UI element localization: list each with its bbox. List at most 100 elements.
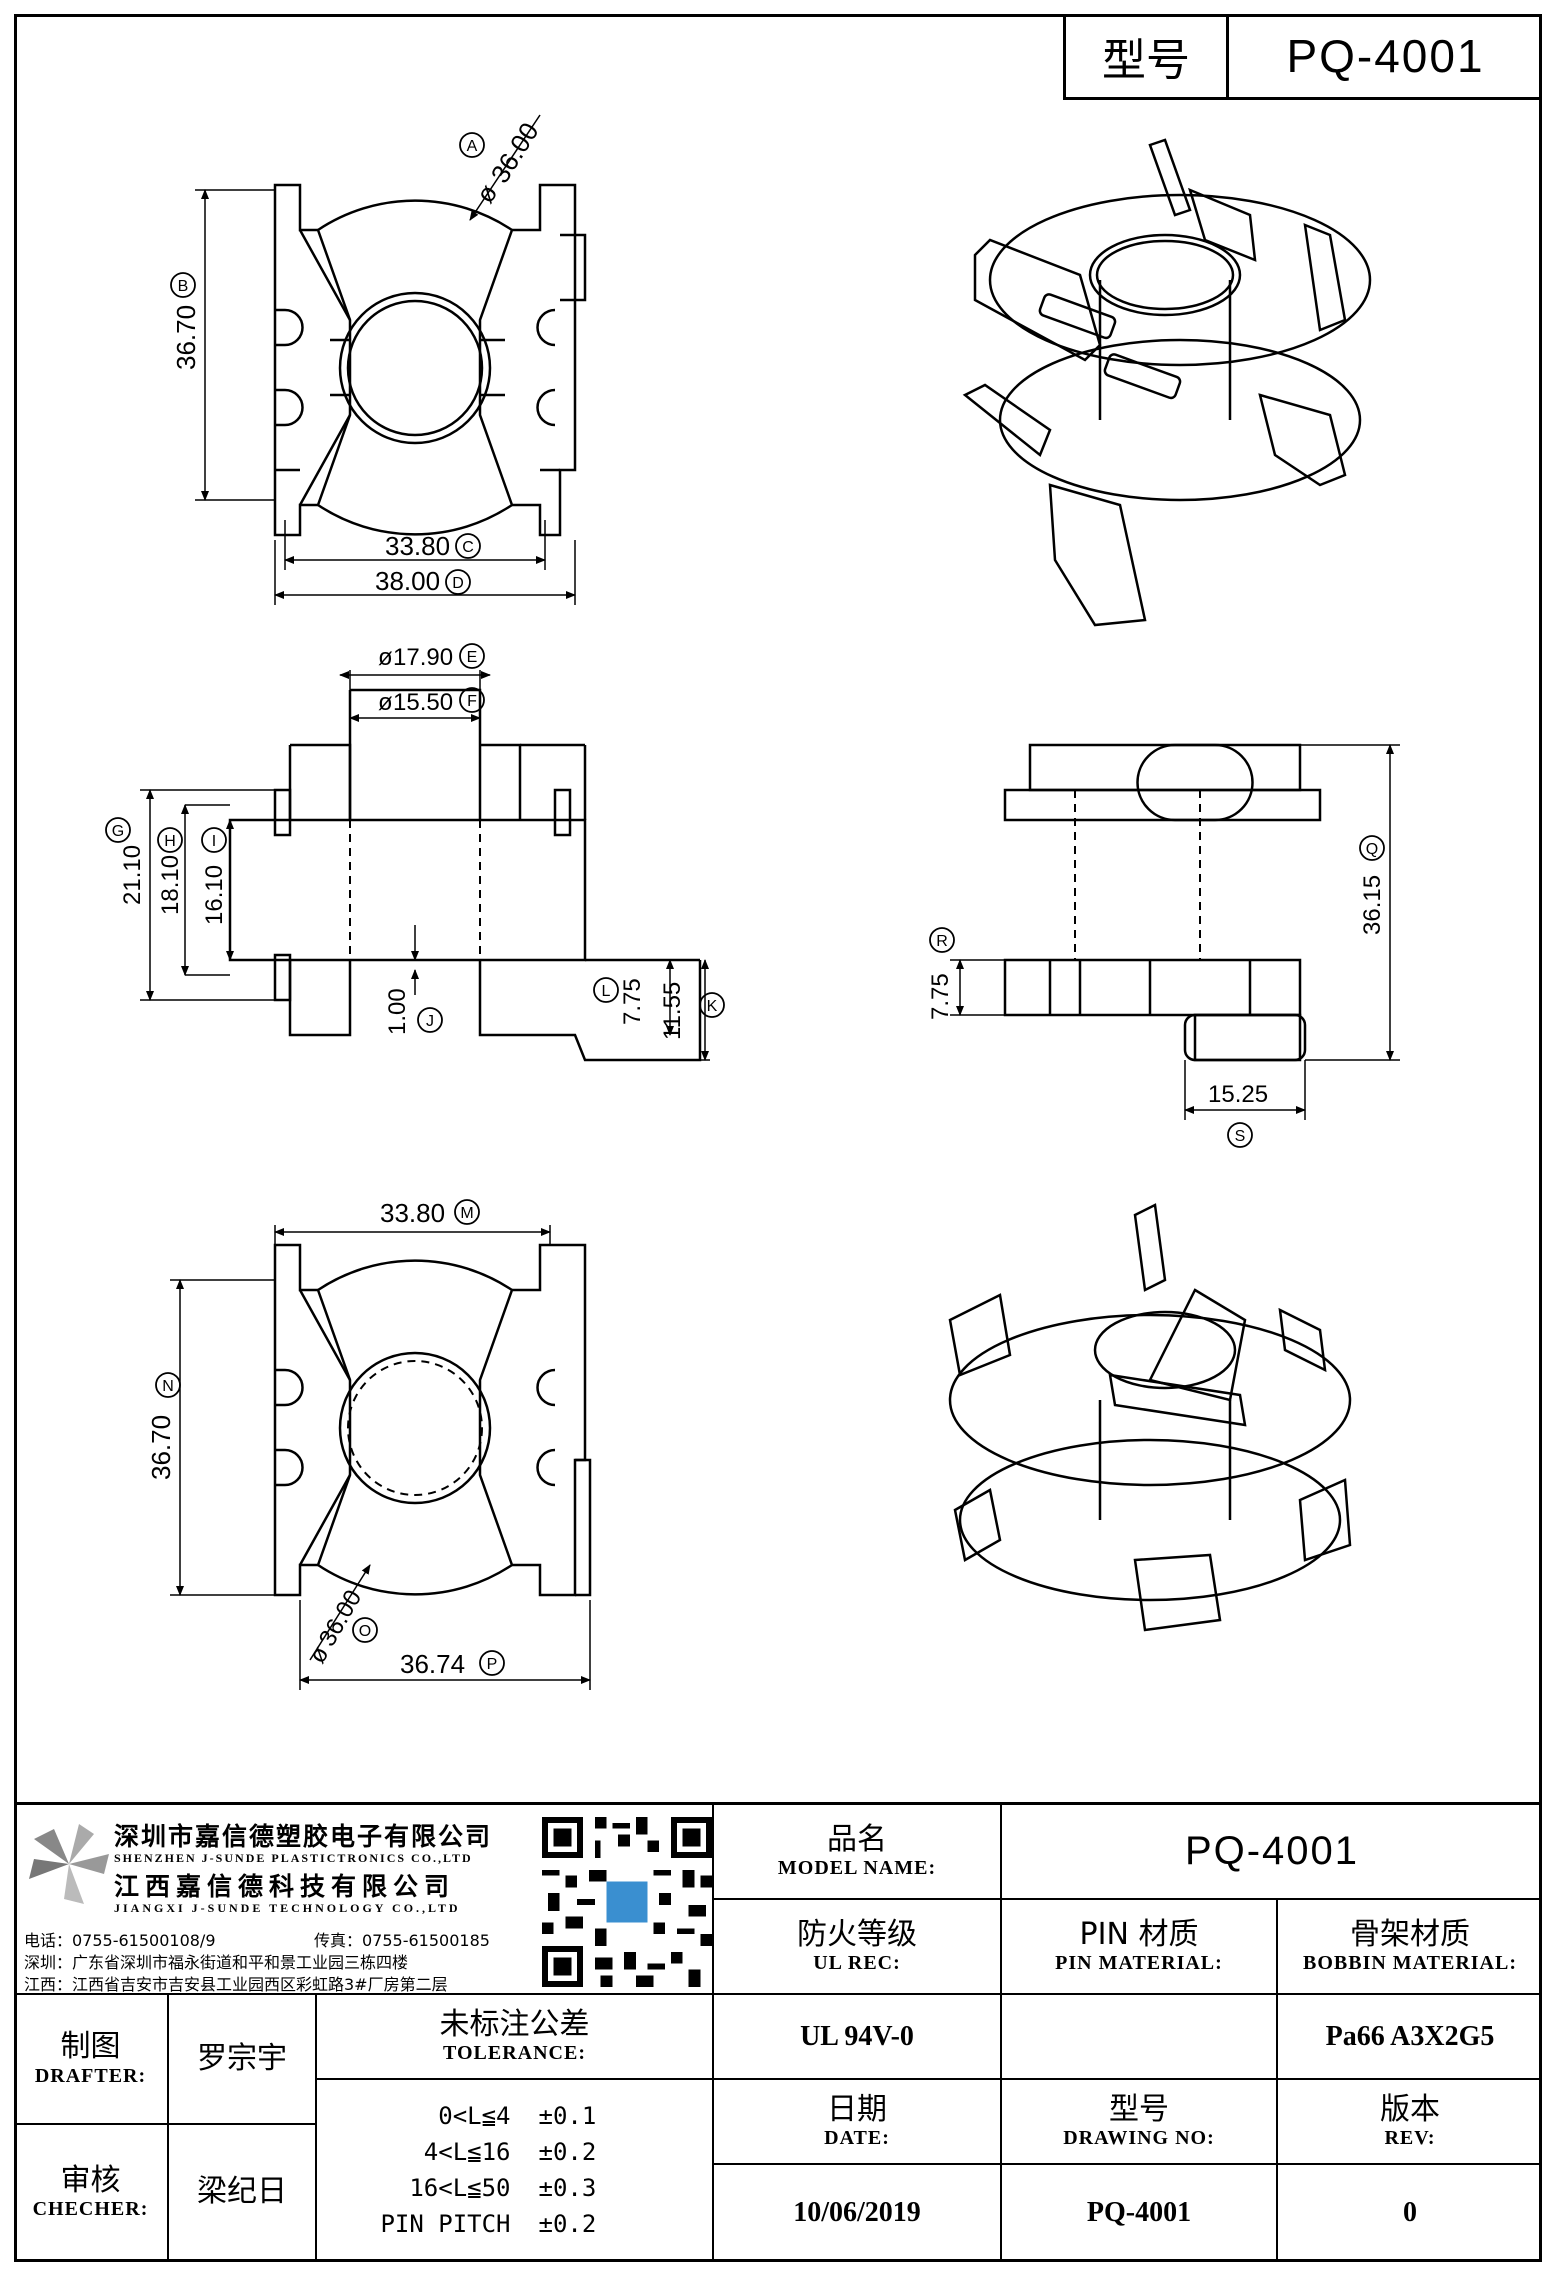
svg-text:G: G — [112, 823, 124, 840]
pin-label-cn: PIN 材质 — [1079, 1916, 1199, 1952]
date-label-cell: 日期 DATE: — [714, 2080, 1002, 2165]
company-name-en-1: SHENZHEN J-SUNDE PLASTICTRONICS CO.,LTD — [114, 1851, 473, 1865]
marker-N: N — [155, 1372, 181, 1398]
tolerance-row: PIN PITCH ±0.2 — [317, 2206, 712, 2242]
company-name-en-2: JIANGXI J-SUNDE TECHNOLOGY CO.,LTD — [114, 1901, 461, 1915]
svg-text:Q: Q — [1366, 841, 1378, 858]
side-view-hidden — [1060, 789, 1230, 960]
dim-K-value: 11.55 — [659, 982, 686, 1040]
tolerance-value: ±0.2 — [538, 2210, 597, 2238]
svg-text:O: O — [359, 1623, 371, 1640]
ul-value-cell: UL 94V-0 — [714, 1995, 1002, 2080]
svg-text:A: A — [467, 138, 478, 155]
marker-J: J — [417, 1007, 443, 1033]
checker-label-en: CHECHER: — [32, 2198, 149, 2221]
checker-label-cn: 审核 — [60, 2162, 121, 2198]
company-name-cn-2: 江西嘉信德科技有限公司 — [114, 1872, 456, 1901]
dim-R-value: 7.75 — [927, 973, 954, 1020]
marker-R: R — [929, 927, 955, 953]
dim-F-value: 15.50 — [393, 689, 453, 716]
model-name-value-cell: PQ-4001 — [1002, 1805, 1542, 1900]
dim-Q-value: 36.15 — [1359, 875, 1386, 935]
model-name-label-cn: 品名 — [827, 1821, 887, 1857]
svg-text:R: R — [936, 933, 948, 950]
tolerance-range: 16<L≦50 — [409, 2174, 511, 2202]
dimension-labels: 36.00 ø 36.70 33.80 38.00 ø 17.90 ø 15.5… — [119, 117, 1386, 1679]
model-name-label-cell: 品名 MODEL NAME: — [714, 1805, 1002, 1900]
bottom-view-hidden — [347, 1360, 483, 1496]
dimension-markers: A B C D E F G H I J L K Q R S M N O P — [105, 132, 1385, 1676]
drafter-value: 罗宗宇 — [197, 2040, 287, 2076]
company-fax: 传真：0755-61500185 — [314, 1931, 490, 1950]
bobbin-value-cell: Pa66 A3X2G5 — [1278, 1995, 1542, 2080]
dim-A-value: 36.00 — [485, 117, 545, 188]
bobbin-label-cn: 骨架材质 — [1350, 1916, 1470, 1952]
marker-B: B — [170, 272, 196, 298]
tolerance-range: PIN PITCH — [380, 2210, 511, 2238]
title-block: 深圳市嘉信德塑胶电子有限公司 SHENZHEN J-SUNDE PLASTICT… — [14, 1802, 1542, 2262]
rev-value-cell: 0 — [1278, 2165, 1542, 2262]
tolerance-range: 4<L≦16 — [423, 2138, 511, 2166]
bobbin-label-en: BOBBIN MATERIAL: — [1303, 1952, 1517, 1975]
svg-text:I: I — [212, 833, 216, 850]
dim-F-symbol: ø — [378, 689, 393, 716]
drawing-no-value-cell: PQ-4001 — [1002, 2165, 1278, 2262]
iso-view-top — [962, 138, 1372, 627]
svg-text:S: S — [1235, 1128, 1246, 1145]
svg-text:L: L — [602, 983, 611, 1000]
marker-I: I — [201, 827, 227, 853]
tolerance-row: 4<L≦16 ±0.2 — [317, 2134, 712, 2170]
dim-L-value: 7.75 — [619, 978, 646, 1025]
front-view — [228, 688, 702, 1062]
marker-Q: Q — [1359, 835, 1385, 861]
dim-I-value: 16.10 — [201, 865, 228, 925]
pin-value-cell — [1002, 1995, 1278, 2080]
marker-G: G — [105, 817, 131, 843]
technical-drawing: 36.00 ø 36.70 33.80 38.00 ø 17.90 ø 15.5… — [105, 114, 1400, 1690]
company-logo-icon — [29, 1824, 109, 1904]
drafter-label-en: DRAFTER: — [34, 2064, 147, 2087]
date-label-en: DATE: — [824, 2127, 890, 2150]
tolerance-label-cn: 未标注公差 — [439, 2006, 590, 2042]
rev-label-en: REV: — [1384, 2127, 1436, 2150]
type-box: 型号 PQ-4001 — [1063, 14, 1542, 100]
side-view-dims — [950, 744, 1400, 1120]
bobbin-label-cell: 骨架材质 BOBBIN MATERIAL: — [1278, 1900, 1542, 1995]
svg-text:P: P — [487, 1656, 498, 1673]
type-label: 型号 — [1066, 14, 1229, 97]
company-name-cn-1: 深圳市嘉信德塑胶电子有限公司 — [114, 1822, 493, 1851]
dim-B-value: 36.70 — [171, 305, 201, 370]
date-label-cn: 日期 — [827, 2091, 887, 2127]
tolerance-value: ±0.2 — [538, 2138, 597, 2166]
iso-view-bottom — [948, 1203, 1352, 1632]
marker-E: E — [459, 643, 485, 669]
drawing-no-label-cell: 型号 DRAWING NO: — [1002, 2080, 1278, 2165]
model-name-value: PQ-4001 — [1184, 1829, 1360, 1873]
svg-text:D: D — [452, 575, 464, 592]
tolerance-value: ±0.1 — [538, 2102, 597, 2130]
bobbin-value: Pa66 A3X2G5 — [1325, 2020, 1495, 2052]
marker-M: M — [454, 1199, 480, 1225]
marker-D: D — [445, 569, 471, 595]
dim-J-value: 1.00 — [384, 988, 411, 1035]
dim-E-symbol: ø — [378, 644, 393, 671]
marker-H: H — [157, 827, 183, 853]
dim-N-value: 36.70 — [146, 1415, 176, 1480]
bottom-view-dims — [170, 1225, 591, 1690]
dim-S-value: 15.25 — [1208, 1081, 1268, 1108]
tolerance-value: ±0.3 — [538, 2174, 597, 2202]
tolerance-label-cell: 未标注公差 TOLERANCE: — [317, 1995, 714, 2080]
tolerance-row: 0<L≦4 ±0.1 — [317, 2098, 712, 2134]
marker-K: K — [699, 992, 725, 1018]
drawing-no-value: PQ-4001 — [1086, 2196, 1192, 2228]
front-view-hidden — [349, 820, 481, 960]
ul-value: UL 94V-0 — [800, 2020, 914, 2052]
model-name-label-en: MODEL NAME: — [777, 1857, 937, 1880]
svg-text:F: F — [467, 693, 477, 710]
tolerance-row: 16<L≦50 ±0.3 — [317, 2170, 712, 2206]
date-value-cell: 10/06/2019 — [714, 2165, 1002, 2262]
front-view-dims — [140, 670, 710, 1061]
pin-label-cell: PIN 材质 PIN MATERIAL: — [1002, 1900, 1278, 1995]
date-value: 10/06/2019 — [793, 2196, 921, 2228]
qr-code-icon — [542, 1817, 712, 1987]
